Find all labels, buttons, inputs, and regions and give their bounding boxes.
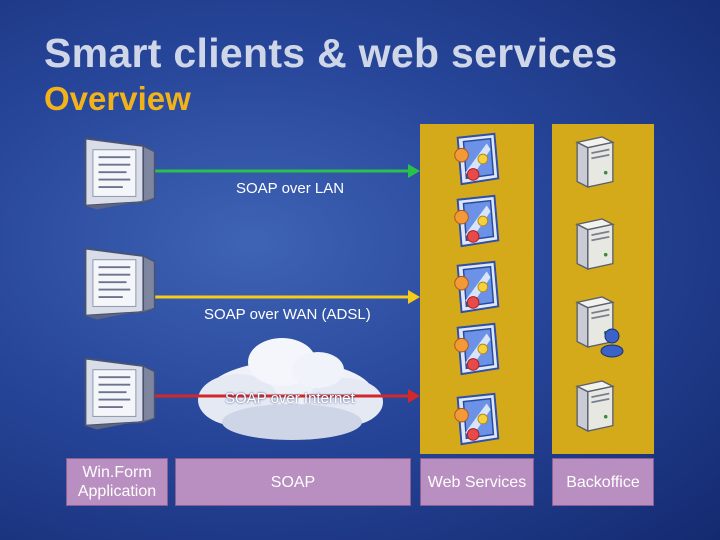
server-icon [576, 136, 614, 188]
winform-application-label: Win.Form Application [66, 458, 168, 506]
page-subtitle: Overview [44, 80, 191, 117]
wan-connection [138, 290, 420, 304]
server-icon [576, 218, 614, 270]
lan-connection [138, 164, 420, 178]
lan-label: SOAP over LAN [236, 180, 345, 197]
server-icon [576, 380, 614, 432]
internet-label: SOAP over Internet [225, 390, 355, 407]
soap-label: SOAP [175, 458, 411, 506]
monitor-icon [84, 247, 156, 321]
web-services-label: Web Services [420, 458, 534, 506]
monitor-icon [84, 357, 156, 431]
cloud-icon [198, 338, 383, 440]
web-service-icon [453, 260, 500, 314]
monitor-icon [84, 137, 156, 211]
server-user-icon [576, 296, 624, 358]
web-service-icon [453, 132, 500, 186]
web-service-icon [453, 322, 500, 376]
web-service-icon [453, 194, 500, 248]
web-service-icon [453, 392, 500, 446]
backoffice-label: Backoffice [552, 458, 654, 506]
wan-label: SOAP over WAN (ADSL) [204, 306, 371, 323]
page-title: Smart clients & web services [44, 30, 618, 76]
